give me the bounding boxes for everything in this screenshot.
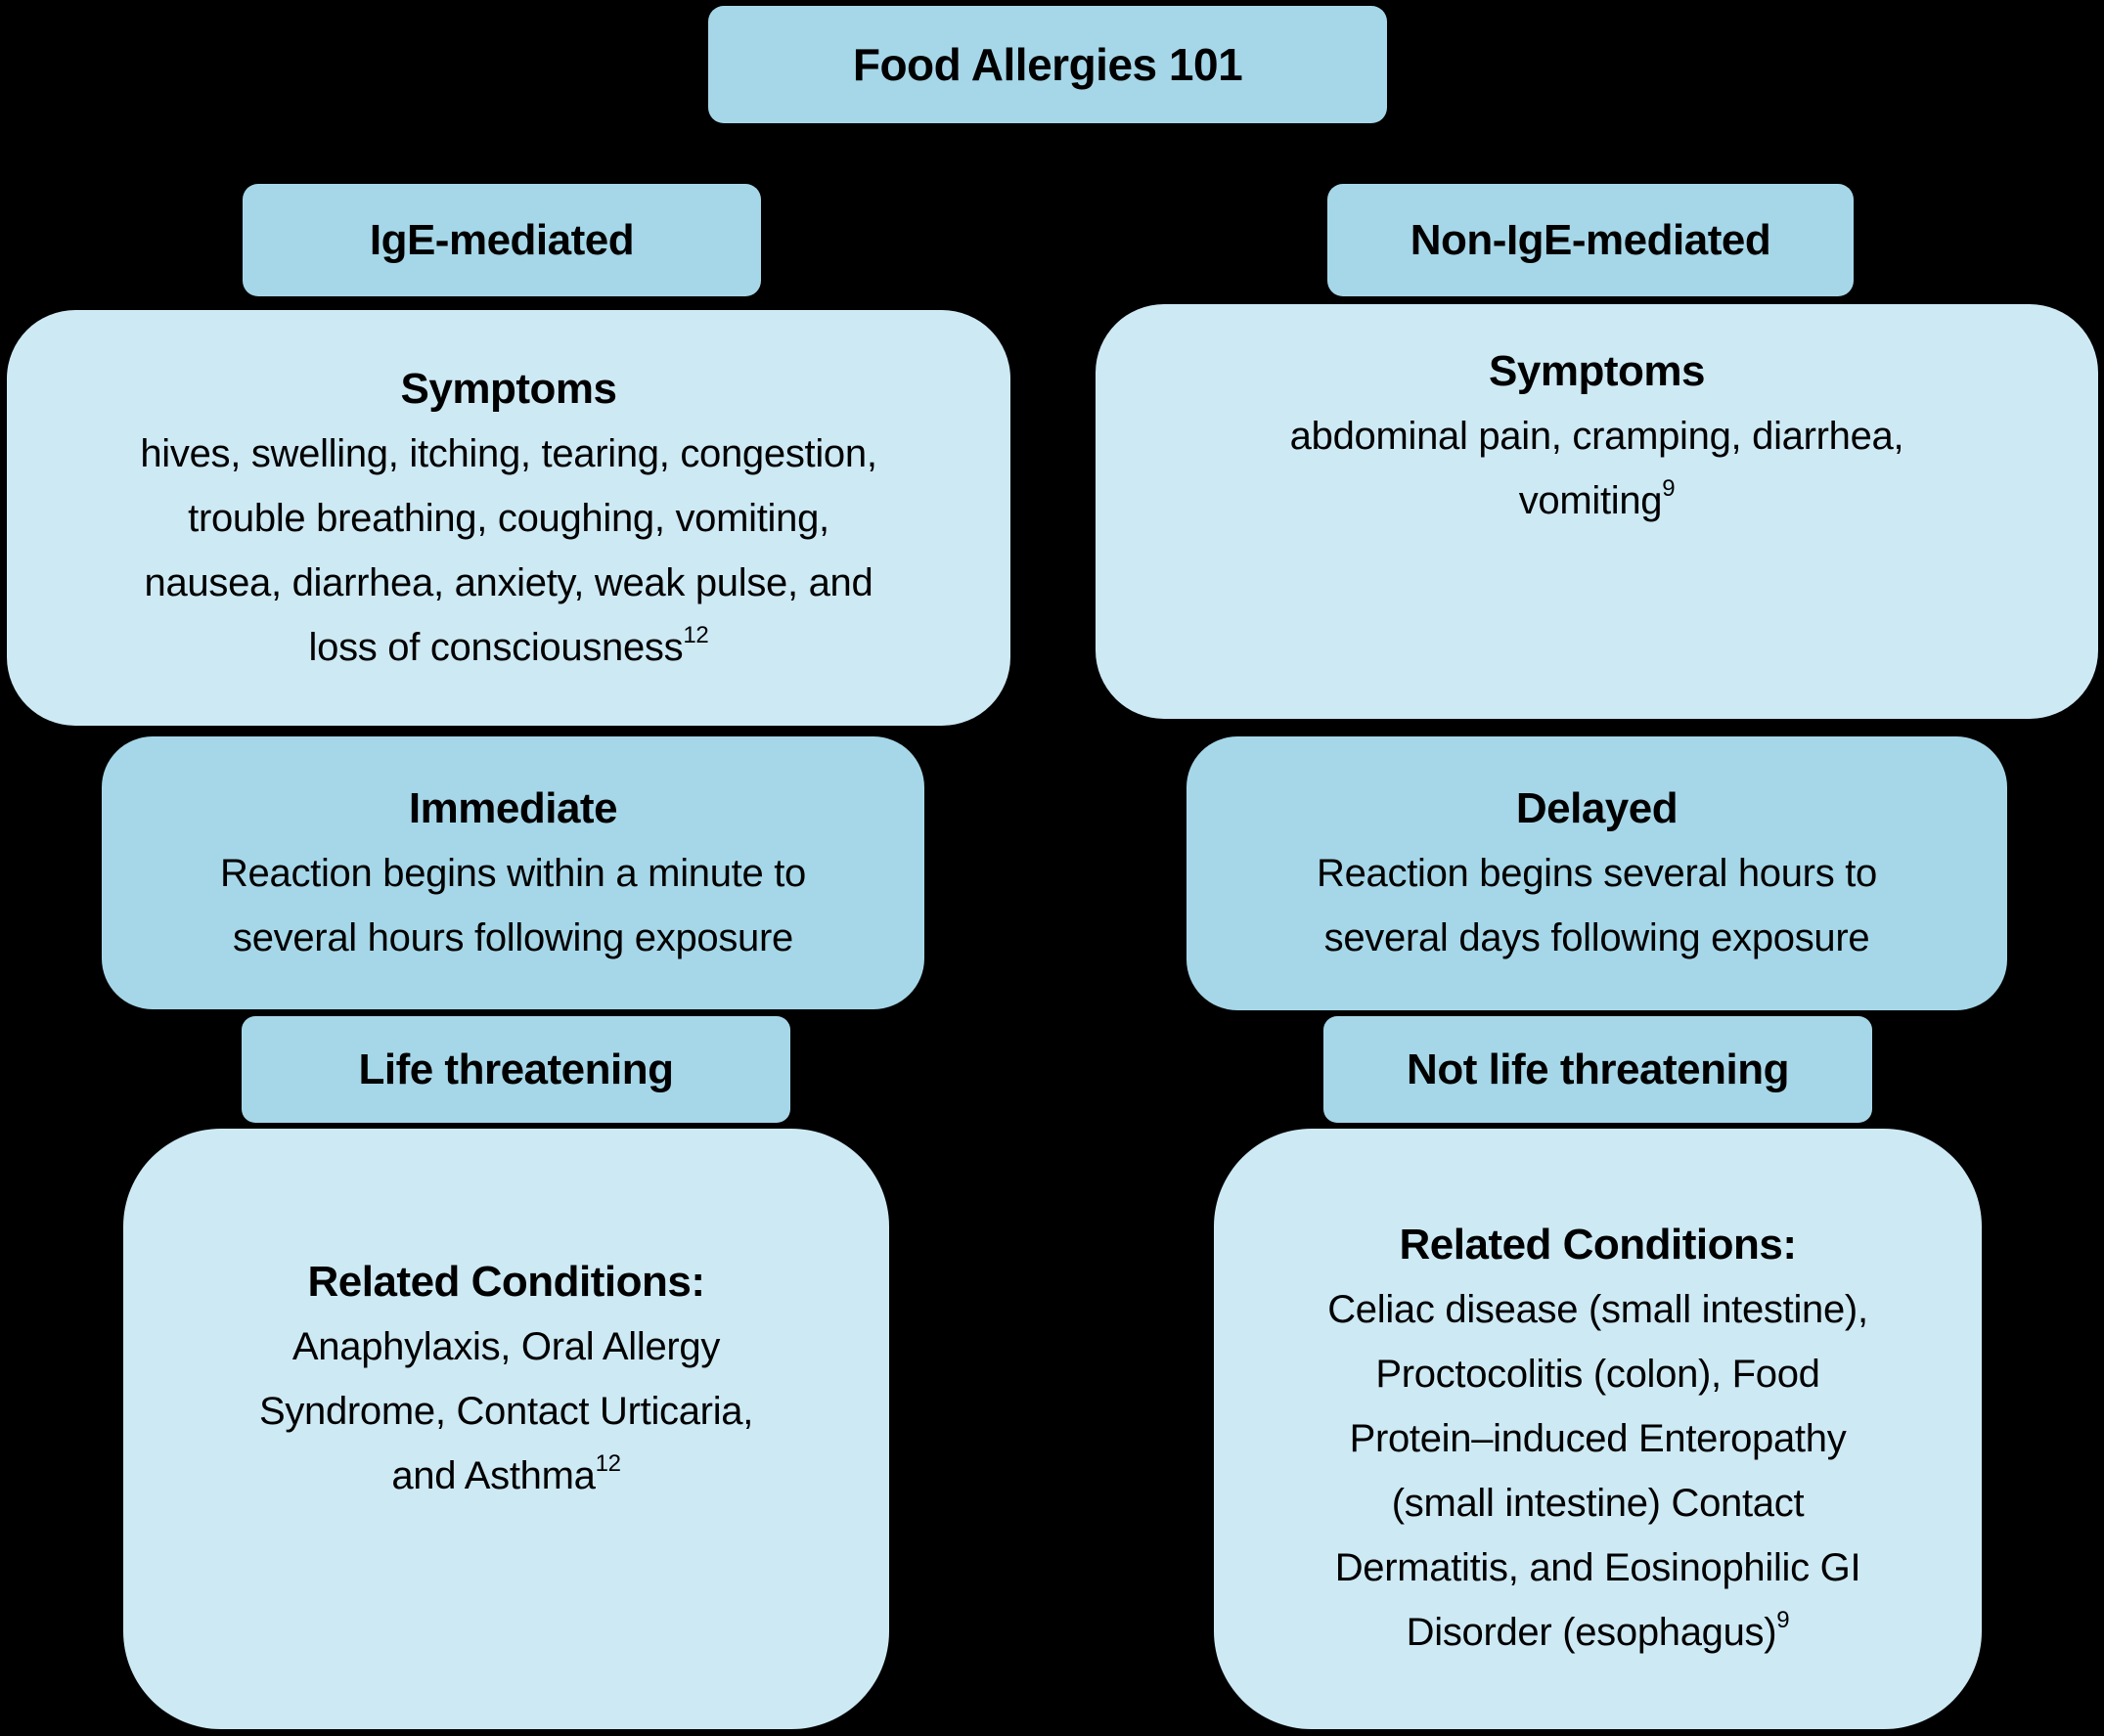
ige-symptoms-line: nausea, diarrhea, anxiety, weak pulse, a… — [144, 561, 873, 604]
ige-symptoms-heading: Symptoms — [400, 365, 617, 413]
life-threatening-label: Life threatening — [358, 1045, 674, 1093]
delayed-text: Reaction begins several hours to several… — [1317, 841, 1877, 970]
non-ige-symptoms-box: Symptoms abdominal pain, cramping, diarr… — [1096, 304, 2098, 719]
ige-related-line: Anaphylaxis, Oral Allergy — [291, 1325, 721, 1368]
title-box: Food Allergies 101 — [708, 6, 1387, 123]
non-ige-related-line: (small intestine) Contact — [1391, 1482, 1805, 1525]
ige-mediated-label: IgE-mediated — [369, 215, 635, 264]
immediate-line: several hours following exposure — [233, 915, 793, 959]
non-ige-symptoms-text: abdominal pain, cramping, diarrhea, vomi… — [1290, 404, 1904, 533]
non-ige-related-line: Protein–induced Enteropathy — [1349, 1417, 1847, 1460]
delayed-line: several days following exposure — [1323, 916, 1870, 959]
citation-superscript: 12 — [683, 622, 709, 648]
life-threatening-box: Life threatening — [242, 1016, 790, 1123]
ige-symptoms-line-last: loss of consciousness12 — [140, 615, 876, 680]
ige-mediated-box: IgE-mediated — [243, 184, 761, 296]
ige-related-conditions-box: Related Conditions: Anaphylaxis, Oral Al… — [123, 1129, 889, 1729]
ige-related-heading: Related Conditions: — [307, 1258, 705, 1306]
non-ige-related-text: Celiac disease (small intestine), Procto… — [1327, 1277, 1868, 1665]
delayed-box: Delayed Reaction begins several hours to… — [1186, 736, 2007, 1010]
ige-symptoms-text: hives, swelling, itching, tearing, conge… — [140, 422, 877, 680]
diagram-title: Food Allergies 101 — [852, 39, 1243, 90]
non-ige-symptoms-heading: Symptoms — [1489, 347, 1705, 395]
non-ige-related-line-last: Disorder (esophagus)9 — [1327, 1600, 1868, 1665]
non-ige-symptoms-line-last: vomiting9 — [1290, 468, 1904, 533]
delayed-line: Reaction begins several hours to — [1317, 852, 1877, 895]
citation-superscript: 12 — [595, 1450, 621, 1477]
ige-symptoms-box: Symptoms hives, swelling, itching, teari… — [7, 310, 1010, 726]
non-ige-mediated-box: Non-IgE-mediated — [1327, 184, 1854, 296]
ige-symptoms-line: loss of consciousness — [308, 626, 684, 669]
immediate-box: Immediate Reaction begins within a minut… — [102, 736, 924, 1009]
non-ige-mediated-label: Non-IgE-mediated — [1410, 215, 1771, 264]
ige-related-line: Syndrome, Contact Urticaria, — [258, 1390, 754, 1433]
non-ige-symptoms-line: vomiting — [1518, 479, 1663, 522]
non-ige-related-line: Celiac disease (small intestine), — [1327, 1288, 1868, 1331]
non-ige-related-conditions-box: Related Conditions: Celiac disease (smal… — [1214, 1129, 1982, 1729]
not-life-threatening-box: Not life threatening — [1323, 1016, 1872, 1123]
not-life-threatening-label: Not life threatening — [1407, 1045, 1789, 1093]
non-ige-related-line: Disorder (esophagus) — [1406, 1611, 1777, 1654]
citation-superscript: 9 — [1662, 475, 1676, 502]
immediate-heading: Immediate — [408, 783, 618, 832]
ige-related-line: and Asthma — [391, 1454, 596, 1497]
non-ige-related-heading: Related Conditions: — [1399, 1221, 1797, 1269]
immediate-line: Reaction begins within a minute to — [219, 851, 807, 895]
delayed-heading: Delayed — [1515, 784, 1679, 832]
immediate-text: Reaction begins within a minute to sever… — [220, 841, 806, 970]
non-ige-related-line: Dermatitis, and Eosinophilic GI — [1334, 1546, 1861, 1589]
ige-symptoms-line: trouble breathing, coughing, vomiting, — [188, 497, 829, 540]
ige-related-line-last: and Asthma12 — [259, 1444, 753, 1508]
ige-related-text: Anaphylaxis, Oral Allergy Syndrome, Cont… — [259, 1314, 753, 1508]
non-ige-related-line: Proctocolitis (colon), Food — [1375, 1353, 1820, 1396]
citation-superscript: 9 — [1776, 1607, 1790, 1633]
ige-symptoms-line: hives, swelling, itching, tearing, conge… — [140, 432, 877, 475]
non-ige-symptoms-line: abdominal pain, cramping, diarrhea, — [1289, 415, 1904, 458]
